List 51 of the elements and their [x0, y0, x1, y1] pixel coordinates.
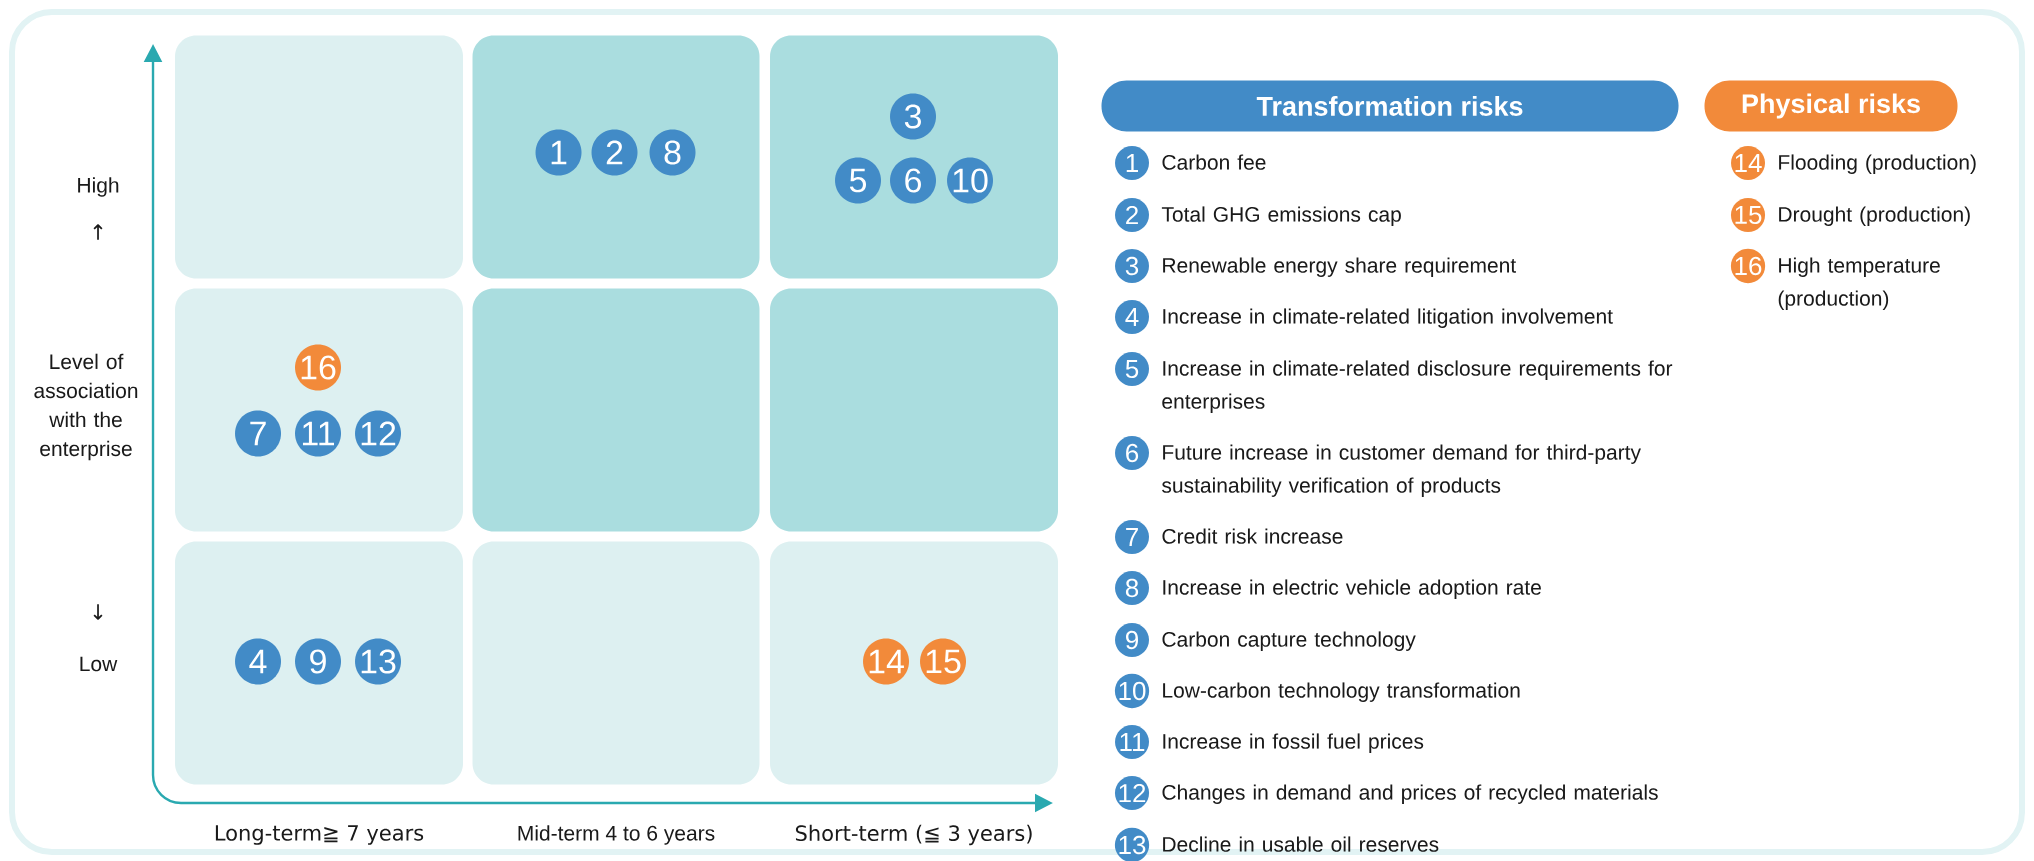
risk-description: Increase in fossil fuel prices: [1163, 733, 1424, 753]
matrix-cell: [175, 288, 463, 532]
axis-label: High: [78, 177, 119, 197]
matrix-cell: [472, 288, 760, 532]
number-badge: 11: [1115, 725, 1149, 759]
risk-description: Carbon capture technology: [1162, 631, 1416, 651]
matrix-cell: [472, 541, 760, 785]
number-badge: 9: [1115, 623, 1149, 657]
number-badge: 4: [1115, 300, 1149, 334]
matrix-cell: [770, 35, 1058, 279]
number-badge: 12: [1114, 775, 1150, 811]
risk-description: Future increase in customer demand for third-party sustainability verification of products: [1162, 444, 1641, 497]
number-badge: 1: [1115, 146, 1149, 180]
number-badge: 10: [1114, 673, 1150, 709]
risk-description: Low-carbon technology transformation: [1163, 682, 1520, 702]
number-badge: 16: [1730, 248, 1766, 284]
risk-description: Credit risk increase: [1162, 528, 1343, 544]
matrix-cell: [175, 541, 463, 785]
risk-description: Total GHG emissions cap: [1161, 206, 1401, 226]
number-badge: 7: [1115, 520, 1149, 554]
risk-description: Renewable energy share requirement: [1163, 257, 1516, 277]
matrix-cell: [770, 541, 1058, 785]
risk-description: Increase in climate-related litigation involvement: [1163, 308, 1613, 328]
category-header: Physical risks: [1704, 80, 1958, 132]
axis-label: Long-term≧ 7 years: [215, 825, 424, 845]
risk-description: Increase in climate-related disclosure requirements for enterprises: [1162, 360, 1673, 413]
category-header: Transformation risks: [1101, 80, 1679, 132]
axis-label: Mid-term 4 to 6 years: [518, 825, 715, 845]
risk-description: Changes in demand and prices of recycled materials: [1162, 784, 1658, 804]
number-badge: 14: [1731, 146, 1765, 180]
matrix-cell: [175, 35, 463, 279]
axis-label: Short-term (≦ 3 years): [795, 824, 1032, 846]
number-badge: 3: [1115, 249, 1149, 283]
risk-description: Drought (production): [1779, 206, 1970, 226]
number-badge: 13: [1114, 827, 1150, 861]
number-badge: 6: [1115, 436, 1149, 470]
axis-label: Level of association with the enterprise: [34, 353, 138, 461]
number-badge: 2: [1115, 198, 1149, 232]
matrix-cell: [770, 288, 1058, 532]
axis-label: ↑: [93, 224, 103, 240]
risk-description: Carbon fee: [1162, 154, 1266, 170]
number-badge: 15: [1730, 197, 1766, 233]
matrix-cell: [472, 35, 760, 279]
risk-description: Decline in usable oil reserves: [1163, 836, 1439, 852]
risk-description: Flooding (production): [1779, 154, 1976, 174]
axis-label: Low: [80, 656, 118, 672]
risk-description: High temperature (production): [1778, 257, 1940, 310]
number-badge: 8: [1115, 571, 1149, 605]
risk-description: Increase in electric vehicle adoption rate: [1163, 579, 1541, 599]
axis-label: ↓: [93, 604, 103, 620]
number-badge: 5: [1115, 352, 1149, 386]
